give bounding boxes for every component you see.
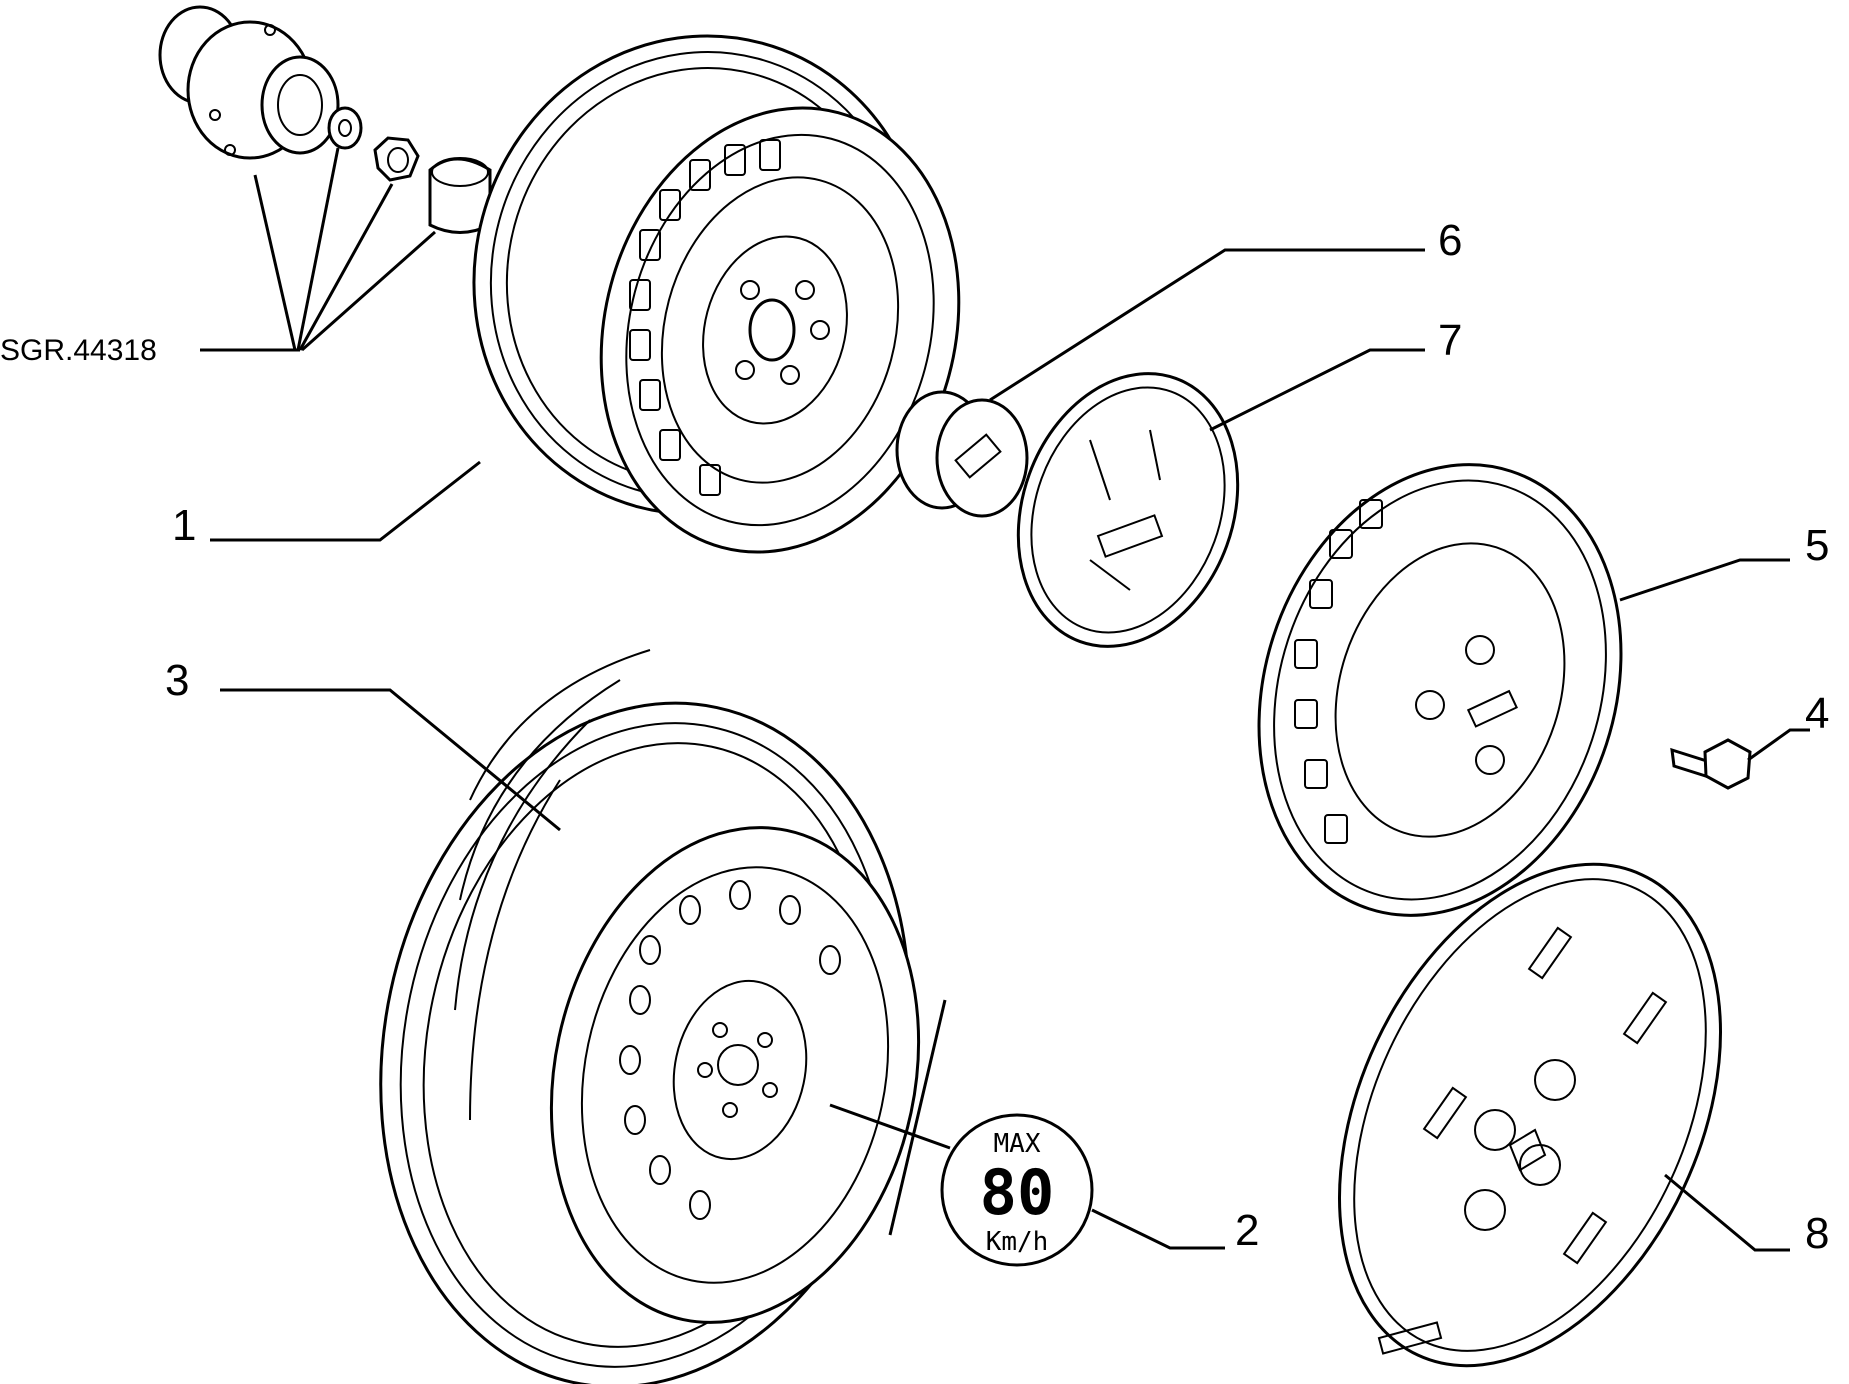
leader-tyre-to-sign bbox=[829, 1103, 951, 1150]
speed-limit-sign: MAX 80 Km/h bbox=[940, 1113, 1094, 1267]
leader-3 bbox=[220, 688, 561, 832]
callout-8: 8 bbox=[1805, 1209, 1829, 1258]
callout-3: 3 bbox=[165, 656, 189, 705]
separator-line bbox=[888, 999, 947, 1236]
sign-top-text: MAX bbox=[994, 1129, 1041, 1159]
bolt bbox=[1670, 738, 1752, 790]
plastic-wheel-trim bbox=[1338, 862, 1722, 1368]
steel-rim bbox=[472, 34, 961, 554]
wheel-hub-assembly bbox=[158, 5, 340, 160]
sign-unit: Km/h bbox=[986, 1227, 1049, 1257]
callout-5: 5 bbox=[1805, 521, 1829, 570]
leader-8 bbox=[1664, 1173, 1790, 1252]
full-wheel-cover bbox=[1257, 463, 1623, 917]
callout-4: 4 bbox=[1805, 689, 1829, 738]
leader-2 bbox=[1091, 1208, 1225, 1250]
leader-7 bbox=[1209, 348, 1425, 432]
callout-2: 2 bbox=[1235, 1206, 1259, 1255]
leader-4 bbox=[1747, 728, 1810, 762]
tyre-and-wheel bbox=[379, 649, 921, 1384]
leader-1 bbox=[210, 460, 481, 542]
washer bbox=[327, 106, 363, 150]
leader-5 bbox=[1619, 558, 1790, 602]
sign-value: 80 bbox=[980, 1156, 1055, 1229]
callout-7: 7 bbox=[1438, 316, 1462, 365]
wheel-nut bbox=[373, 136, 420, 182]
small-hub-cap bbox=[895, 390, 1029, 518]
center-cap bbox=[1016, 372, 1240, 648]
callout-6: 6 bbox=[1438, 216, 1462, 265]
reference-code: SGR.44318 bbox=[0, 334, 157, 367]
callout-1: 1 bbox=[172, 501, 196, 550]
hub-leader-lines bbox=[200, 147, 436, 352]
leader-6 bbox=[989, 248, 1425, 402]
